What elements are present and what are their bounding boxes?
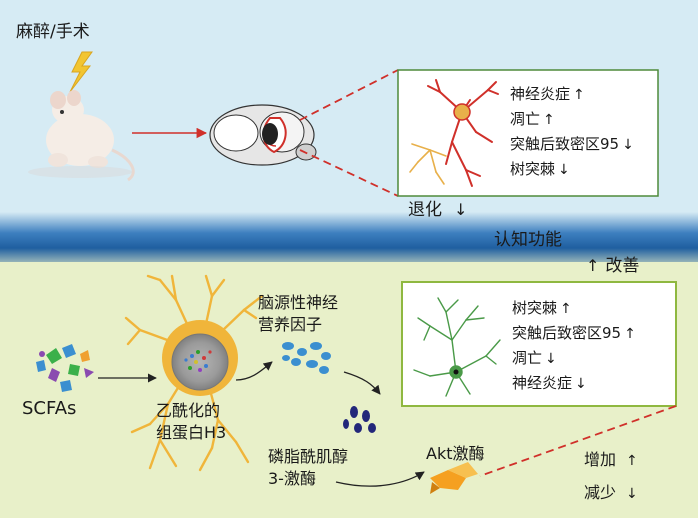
damaged-neuron-icon bbox=[409, 79, 499, 187]
zoom-line-bottom bbox=[299, 149, 399, 197]
top-item-neuroinflammation: 神经炎症↑ bbox=[510, 85, 585, 103]
top-item-dendritic-spines: 树突棘↓ bbox=[510, 160, 570, 178]
top-item-apoptosis: 凋亡↑ bbox=[510, 110, 555, 128]
mouse-icon bbox=[28, 90, 135, 182]
microglia-neuron-icon bbox=[124, 274, 264, 472]
zoom-line-top bbox=[299, 69, 399, 121]
bdnf-label: 脑源性神经 营养因子 bbox=[258, 293, 339, 334]
bottom-item-apoptosis: 凋亡↓ bbox=[512, 349, 557, 367]
brain-icon bbox=[209, 104, 317, 166]
pi3k-dots-icon bbox=[343, 406, 376, 433]
pi3k-to-akt-arrow bbox=[335, 471, 425, 487]
legend: 增加↑ 减少↓ bbox=[584, 444, 638, 510]
bottom-outcome-box bbox=[401, 281, 677, 407]
scfa-molecules-icon bbox=[36, 344, 94, 392]
bottom-box-list: 树突棘↑ 突触后致密区95↑ 凋亡↓ 神经炎症↓ bbox=[512, 296, 636, 396]
zoom-line-bottom-box bbox=[479, 405, 677, 477]
bottom-item-dendritic-spines: 树突棘↑ bbox=[512, 299, 572, 317]
legend-increase: 增加↑ bbox=[584, 450, 638, 469]
akt-label: Akt激酶 bbox=[426, 444, 485, 463]
top-item-psd95: 突触后致密区95↓ bbox=[510, 135, 634, 153]
cell-to-bdnf-arrow bbox=[235, 361, 273, 381]
pi3k-label: 磷脂酰肌醇 3-激酶 bbox=[268, 447, 349, 488]
akt-kinase-icon bbox=[430, 462, 478, 494]
bdnf-to-akt-arrow bbox=[343, 371, 381, 395]
scfas-label: SCFAs bbox=[22, 398, 77, 419]
histone-icon bbox=[184, 350, 212, 372]
top-box-list: 神经炎症↑ 凋亡↑ 突触后致密区95↓ 树突棘↓ bbox=[510, 82, 634, 182]
decline-label: 退化↓ bbox=[408, 200, 468, 220]
bottom-item-neuroinflammation: 神经炎症↓ bbox=[512, 374, 587, 392]
bottom-item-psd95: 突触后致密区95↑ bbox=[512, 324, 636, 342]
bdnf-dots-icon bbox=[282, 342, 331, 374]
acetylated-h3-label: 乙酰化的 组蛋白H3 bbox=[156, 401, 227, 442]
top-outcome-box bbox=[397, 69, 659, 197]
improve-label: ↑改善 bbox=[586, 256, 640, 276]
cognitive-function-label: 认知功能 bbox=[494, 230, 562, 250]
anesthesia-surgery-title: 麻醉/手术 bbox=[16, 22, 90, 42]
lightning-icon bbox=[69, 51, 93, 93]
healthy-neuron-icon bbox=[413, 297, 501, 397]
legend-decrease: 减少↓ bbox=[584, 483, 638, 502]
